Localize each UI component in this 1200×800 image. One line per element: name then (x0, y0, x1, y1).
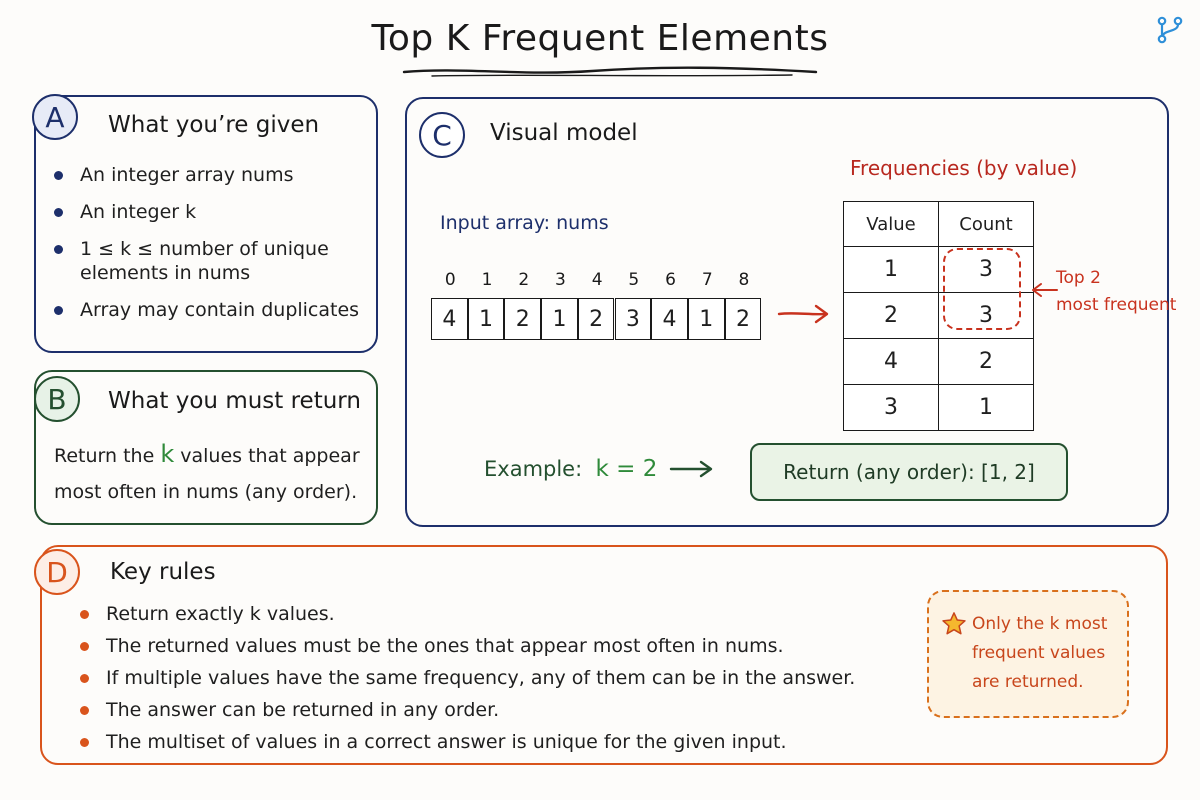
list-item: The answer can be returned in any order. (76, 698, 916, 722)
section-a-badge: A (32, 94, 78, 140)
arrow-left-icon (1032, 283, 1058, 297)
rules-list: Return exactly k values. The returned va… (76, 602, 916, 762)
bullet-icon (80, 706, 89, 715)
section-c-badge: C (419, 112, 465, 158)
list-item: The returned values must be the ones tha… (76, 634, 916, 658)
list-item: 1 ≤ k ≤ number of unique elements in num… (50, 237, 360, 285)
array-cell: 1 (467, 298, 505, 340)
array-cell: 2 (577, 298, 615, 340)
section-a-card (34, 95, 378, 353)
table-header-row: Value Count (843, 201, 1034, 247)
top-2-highlight (943, 248, 1021, 330)
page-title: Top K Frequent Elements (371, 18, 829, 59)
bullet-icon (54, 245, 63, 254)
column-header-count: Count (938, 201, 1034, 247)
section-a-title: What you’re given (108, 112, 320, 138)
list-item: If multiple values have the same frequen… (76, 666, 916, 690)
note-box (927, 590, 1129, 718)
array-cell: 3 (614, 298, 652, 340)
array-cell: 4 (431, 298, 468, 340)
example-k: k = 2 (595, 456, 658, 482)
index-label: 2 (518, 270, 530, 290)
star-icon (942, 612, 966, 635)
list-item: The multiset of values in a correct answ… (76, 730, 916, 754)
value-cell: 2 (843, 292, 939, 339)
bullet-icon (80, 642, 89, 651)
frequency-title: Frequencies (by value) (850, 156, 1078, 180)
arrow-right-icon (777, 304, 829, 324)
section-c-card (405, 97, 1169, 527)
array-cell: 1 (687, 298, 725, 340)
index-label: 1 (481, 270, 493, 290)
section-c-title: Visual model (490, 120, 638, 146)
section-d-badge: D (34, 549, 80, 595)
bullet-icon (54, 208, 63, 217)
input-array-label: Input array: nums (440, 212, 609, 234)
bullet-icon (54, 306, 63, 315)
value-cell: 1 (843, 246, 939, 293)
column-header-value: Value (843, 201, 939, 247)
array-cell: 1 (541, 298, 578, 340)
count-cell: 2 (938, 338, 1034, 385)
top-2-label: Top 2 most frequent (1056, 268, 1177, 315)
index-label: 5 (628, 270, 640, 290)
section-b-title: What you must return (108, 388, 361, 414)
index-label: 8 (738, 270, 750, 290)
section-b-card (34, 370, 378, 525)
branch-icon (1157, 16, 1183, 44)
return-description: Return the k values that appear most oft… (54, 440, 360, 503)
array-cell: 2 (724, 298, 762, 340)
value-cell: 3 (843, 384, 939, 431)
section-d-title: Key rules (110, 559, 216, 585)
count-cell: 1 (938, 384, 1034, 431)
given-list: An integer array nums An integer k 1 ≤ k… (50, 163, 370, 335)
index-label: 0 (444, 270, 456, 290)
index-label: 4 (591, 270, 603, 290)
list-item: Array may contain duplicates (50, 298, 370, 322)
section-d-card (40, 545, 1168, 765)
note-text: Only the k most frequent values are retu… (972, 614, 1108, 692)
k-highlight: k (160, 440, 175, 468)
index-label: 7 (701, 270, 713, 290)
title-underline (402, 66, 818, 77)
array-cell: 2 (504, 298, 542, 340)
section-b-badge: B (34, 376, 80, 422)
index-label: 3 (555, 270, 566, 290)
value-cell: 4 (843, 338, 939, 385)
example-label: Example: k = 2 (484, 456, 658, 482)
index-label: 6 (665, 270, 676, 290)
array-cell: 4 (651, 298, 688, 340)
list-item: An integer k (50, 200, 370, 224)
bullet-icon (80, 738, 89, 747)
list-item: Return exactly k values. (76, 602, 916, 626)
arrow-right-icon (669, 460, 713, 478)
example-result: Return (any order): [1, 2] (750, 443, 1068, 501)
list-item: An integer array nums (50, 163, 370, 187)
bullet-icon (80, 610, 89, 619)
bullet-icon (54, 171, 63, 180)
bullet-icon (80, 674, 89, 683)
